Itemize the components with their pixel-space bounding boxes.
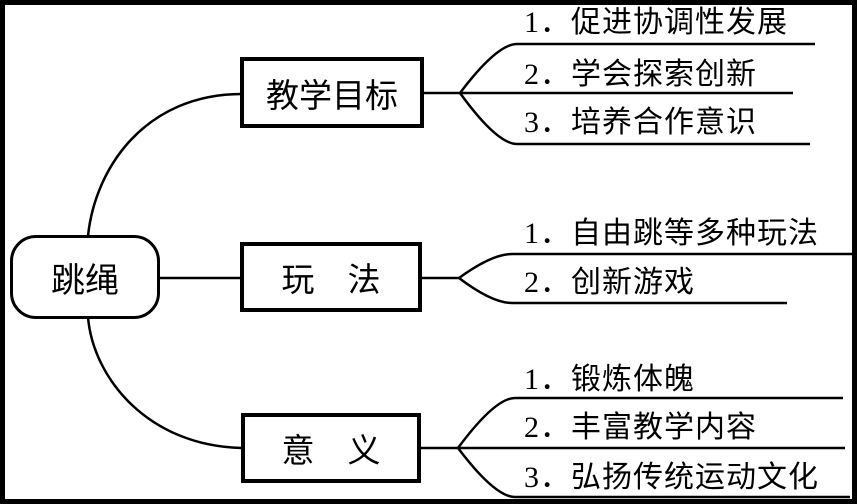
curve-root-to-objectives [86, 92, 243, 237]
list-item-meaning-3: 3．弘扬传统运动文化 [524, 461, 819, 494]
branch-box-play: 玩 法 [240, 242, 422, 312]
branch-box-meaning: 意 义 [241, 413, 421, 483]
list-item-play-2: 2．创新游戏 [524, 266, 695, 299]
branch-box-objectives: 教学目标 [240, 57, 424, 128]
root-node: 跳绳 [10, 235, 160, 319]
root-node-label: 跳绳 [51, 262, 119, 300]
fork-meaning-prong-3 [457, 447, 850, 499]
list-item-objectives-1: 1．促进协调性发展 [524, 6, 788, 39]
list-item-objectives-2: 2．学会探索创新 [524, 58, 757, 91]
curve-root-to-meaning [86, 316, 243, 450]
fork-play-prong-2 [458, 277, 787, 305]
fork-objectives-prong-1 [459, 42, 815, 94]
branch-box-meaning-label: 意 义 [281, 434, 381, 470]
list-item-objectives-3: 3．培养合作意识 [524, 106, 757, 139]
fork-objectives-prong-3 [458, 92, 810, 146]
list-item-meaning-1: 1．锻炼体魄 [524, 363, 695, 396]
branch-box-play-label: 玩 法 [281, 263, 381, 299]
fork-play-prong-1 [458, 252, 852, 280]
list-item-play-1: 1．自由跳等多种玩法 [524, 217, 819, 250]
fork-meaning-prong-1 [456, 396, 843, 449]
branch-box-objectives-label: 教学目标 [266, 78, 398, 115]
list-item-meaning-2: 2．丰富教学内容 [524, 411, 757, 444]
